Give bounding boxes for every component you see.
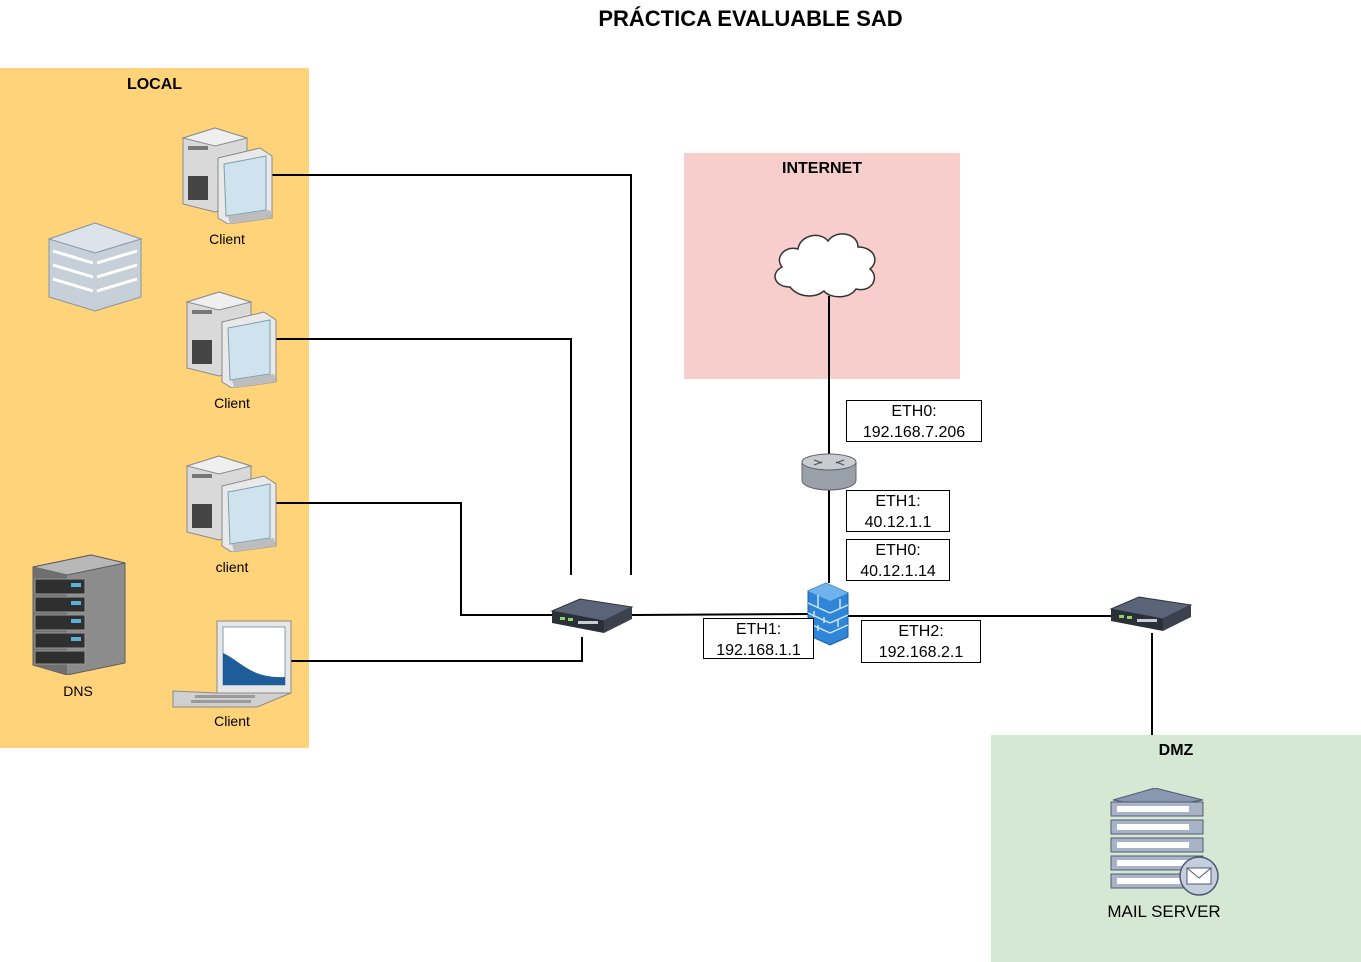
router-eth1-name: ETH1: — [875, 493, 921, 510]
fw-eth1-box: ETH1: 192.168.1.1 — [703, 618, 814, 659]
storage-server-icon[interactable] — [47, 221, 143, 313]
fw-eth2-ip: 192.168.2.1 — [878, 644, 964, 661]
local-zone-label: LOCAL — [126, 76, 183, 93]
fw-eth2-name: ETH2: — [898, 623, 944, 640]
switch-icon[interactable] — [1109, 595, 1193, 635]
fw-eth1-name: ETH1: — [735, 621, 782, 638]
router-eth0-name: ETH0: — [891, 403, 937, 420]
link-client1-switch — [272, 174, 632, 575]
mail-server-label: MAIL SERVER — [1107, 902, 1221, 921]
mail-server-icon[interactable] — [1107, 788, 1221, 898]
fw-eth2-box: ETH2: 192.168.2.1 — [861, 620, 981, 663]
router-eth0-ip: 192.168.7.206 — [862, 424, 966, 441]
diagram-title: PRÁCTICA EVALUABLE SAD — [598, 6, 903, 31]
dns-label: DNS — [63, 683, 93, 699]
switch-icon[interactable] — [550, 597, 634, 637]
fw-eth0-ip: 40.12.1.14 — [860, 563, 936, 580]
internet-zone-label: INTERNET — [782, 160, 862, 177]
dmz-zone-label: DMZ — [1158, 742, 1194, 759]
desktop-pc-icon[interactable] — [180, 126, 275, 224]
router-eth1-ip: 40.12.1.1 — [864, 514, 932, 531]
fw-eth0-name: ETH0: — [875, 542, 921, 559]
laptop-label: Client — [214, 713, 250, 729]
link-laptop-switch — [290, 637, 583, 662]
link-client2-switch — [275, 338, 572, 575]
client1-label: Client — [209, 231, 245, 247]
client2-label: Client — [214, 395, 250, 411]
router-eth1-box: ETH1: 40.12.1.1 — [846, 490, 950, 532]
fw-eth0-box: ETH0: 40.12.1.14 — [846, 539, 950, 581]
fw-eth1-ip: 192.168.1.1 — [716, 642, 801, 659]
link-switch-firewall — [629, 613, 809, 616]
desktop-pc-icon[interactable] — [184, 454, 279, 552]
router-icon[interactable] — [800, 452, 858, 492]
client3-label: client — [215, 559, 249, 575]
cloud-icon[interactable] — [768, 227, 882, 299]
router-eth0-box: ETH0: 192.168.7.206 — [846, 400, 982, 442]
link-client3-switch — [275, 502, 555, 616]
rack-server-icon[interactable] — [31, 553, 127, 675]
desktop-pc-icon[interactable] — [184, 290, 279, 388]
laptop-icon[interactable] — [171, 619, 293, 709]
